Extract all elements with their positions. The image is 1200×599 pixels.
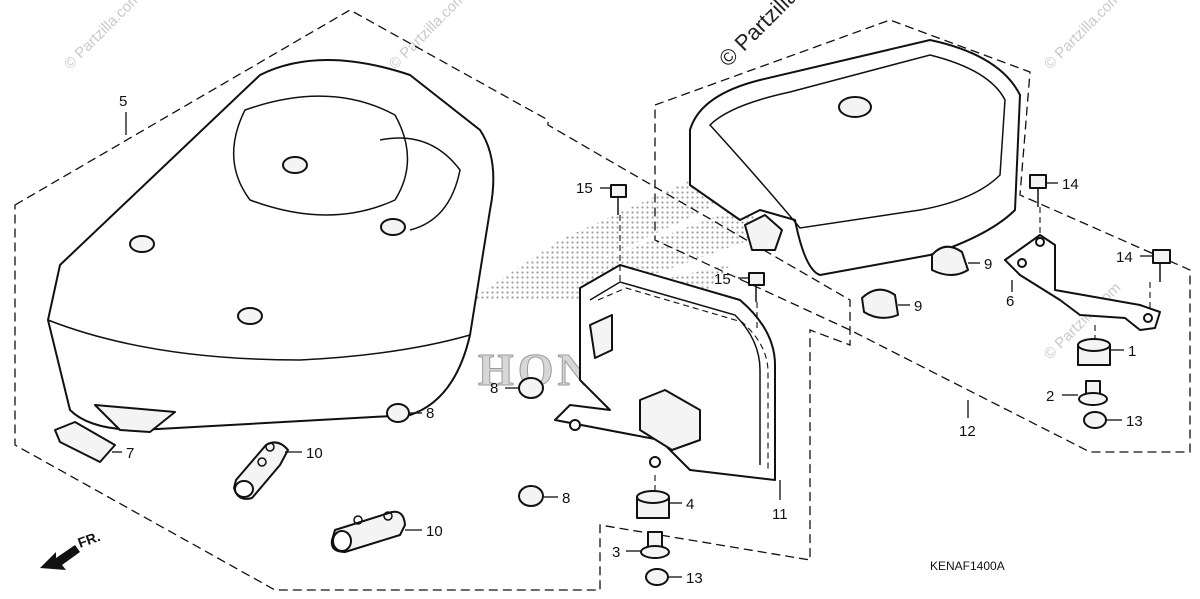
collar-part-10-upper[interactable] (233, 441, 302, 500)
callout-4: 4 (686, 496, 694, 513)
grommet-part-8-upper[interactable] (505, 377, 544, 399)
seat-cover-part-12[interactable] (689, 39, 1021, 418)
callout-10-upper: 10 (306, 445, 323, 462)
bolt-part-14-left[interactable] (1029, 174, 1058, 238)
front-label: FR. (76, 528, 103, 551)
watermark-text-main: © Partzilla.com (714, 0, 837, 72)
seat-cowl-part-11[interactable] (554, 264, 781, 500)
bolt-part-14-right[interactable] (1140, 249, 1171, 310)
callout-7: 7 (126, 445, 134, 462)
callout-10-lower: 10 (426, 523, 443, 540)
collar-part-10-lower[interactable] (330, 510, 422, 553)
nut-part-13-right[interactable] (1083, 411, 1122, 429)
assembly-boundary-cover (654, 19, 1191, 453)
callout-2: 2 (1046, 388, 1054, 405)
callout-5: 5 (119, 93, 127, 110)
watermark-text: © Partzilla.com (1041, 0, 1124, 73)
callout-15-upper: 15 (576, 180, 593, 197)
callout-3: 3 (612, 544, 620, 561)
damper-part-1[interactable] (1077, 325, 1124, 366)
callout-15-lower: 15 (714, 271, 731, 288)
assembly-boundary-seat (14, 9, 851, 591)
bolt-part-15-upper[interactable] (600, 184, 627, 285)
grommet-part-8-lower[interactable] (518, 485, 558, 507)
damper-part-4[interactable] (636, 475, 682, 519)
callout-1: 1 (1128, 343, 1136, 360)
watermark-text: © Partzilla.com (61, 0, 144, 73)
callout-9-upper: 9 (984, 256, 992, 273)
bolt-part-15-lower[interactable] (738, 272, 765, 330)
callout-13-lower: 13 (686, 570, 703, 587)
callout-6: 6 (1006, 293, 1014, 310)
nut-part-13-lower[interactable] (645, 568, 682, 586)
callout-9-lower: 9 (914, 298, 922, 315)
collar-part-2[interactable] (1062, 380, 1108, 406)
bracket-part-6[interactable] (1004, 234, 1161, 331)
callout-8-lower: 8 (562, 490, 570, 507)
callout-13-right: 13 (1126, 413, 1143, 430)
callout-14-right: 14 (1116, 249, 1133, 266)
collar-part-3[interactable] (626, 531, 670, 559)
callout-14-left: 14 (1062, 176, 1079, 193)
diagram-code: KENAF1400A (930, 559, 1005, 573)
callout-8-upper: 8 (490, 380, 498, 397)
rubber-strip-part-7[interactable] (54, 421, 122, 463)
grommet-part-8-mid[interactable] (386, 403, 422, 423)
rubber-part-9-lower[interactable] (861, 288, 910, 319)
callout-12: 12 (959, 423, 976, 440)
front-direction-arrow: FR. (40, 528, 102, 570)
rubber-part-9-upper[interactable] (931, 245, 980, 276)
seat-part-5[interactable] (47, 59, 495, 433)
callout-11: 11 (772, 506, 788, 523)
callout-8-mid: 8 (426, 405, 434, 422)
